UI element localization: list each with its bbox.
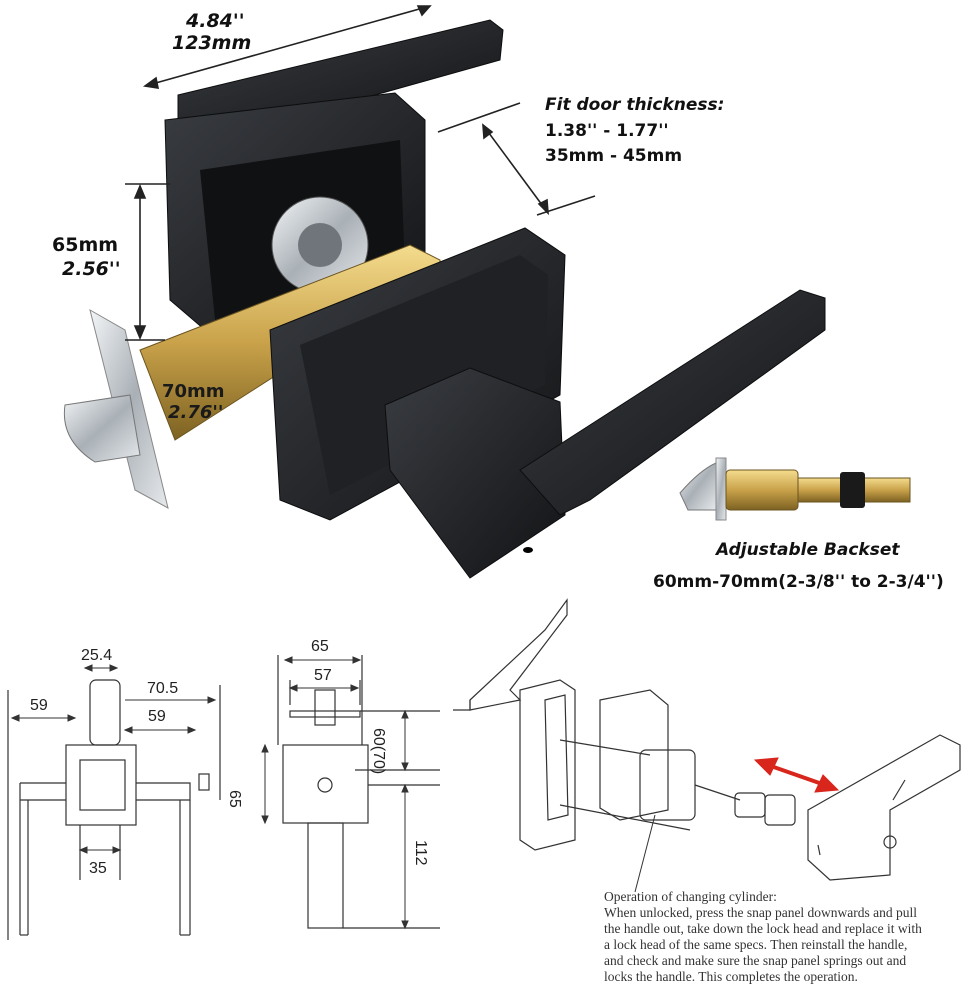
instructions-title: Operation of changing cylinder: [604,889,777,904]
backset-inch: 2.76'' [168,402,224,423]
instruction-line: the handle out, take down the lock head … [604,921,922,936]
side-dim-59-right: 59 [148,708,166,725]
door-thickness-title: Fit door thickness: [545,95,725,115]
instruction-line: locks the handle. This completes the ope… [604,969,858,984]
front-dim-57: 57 [314,667,332,684]
front-lever-arm [519,289,826,516]
front-lever-neck [384,367,566,579]
cylinder-instructions: Operation of changing cylinder: When unl… [604,889,974,985]
rose-size-mm: 65mm [52,234,119,256]
front-view-drawing [277,655,440,929]
door-thickness-inch: 1.38'' - 1.77'' [545,121,669,141]
lever-handle-photo [63,5,911,579]
backset-mm: 70mm [162,381,225,402]
door-thickness-mm: 35mm - 45mm [545,146,683,166]
front-dim-112: 112 [412,840,429,866]
instruction-line: a lock head of the same specs. Then rein… [604,937,908,952]
exploded-view-drawing [453,598,961,881]
handle-length-inch: 4.84'' [186,10,245,32]
side-view-drawing [7,679,221,940]
double-arrow-icon [753,757,840,793]
adjustable-backset-range: 60mm-70mm(2-3/8'' to 2-3/4'') [653,572,944,592]
front-dim-65-side: 65 [226,790,243,808]
instruction-line: and check and make sure the snap panel s… [604,953,907,968]
rose-size-inch: 2.56'' [62,258,121,280]
side-dim-25-4: 25.4 [81,647,113,664]
side-dim-70-5: 70.5 [147,680,179,697]
adjustable-latch-image [679,457,911,521]
instruction-line: When unlocked, press the snap panel down… [604,905,918,920]
side-dim-35: 35 [89,860,107,877]
side-dim-59-left: 59 [30,697,48,714]
latch-bolt [63,394,141,463]
front-dim-65-top: 65 [311,638,329,655]
front-dim-60-70: 60(70) [370,728,387,775]
adjustable-backset-title: Adjustable Backset [716,540,900,560]
handle-length-mm: 123mm [172,32,252,54]
